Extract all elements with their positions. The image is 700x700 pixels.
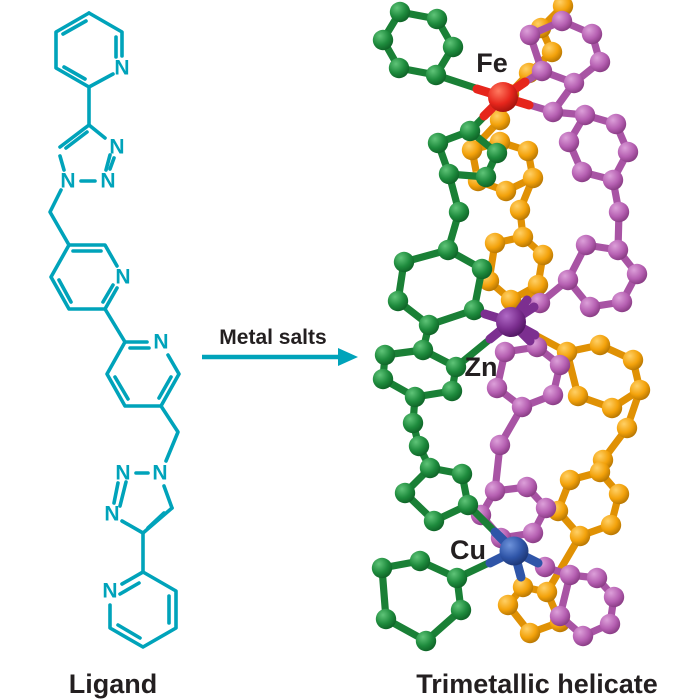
ligand-structure: N N N N N — [48, 11, 181, 649]
fe-center — [472, 77, 534, 121]
nitrogen-label: N — [114, 57, 129, 80]
ligand-caption: Ligand — [69, 669, 158, 699]
purple-strand — [470, 10, 648, 647]
helicate-caption: Trimetallic helicate — [416, 669, 658, 699]
nitrogen-label: N — [102, 580, 117, 603]
fe-label: Fe — [476, 48, 508, 78]
middle-pyridine-ring-1: N — [49, 243, 131, 311]
arrowhead-icon — [338, 348, 358, 366]
nitrogen-label: N — [104, 503, 119, 526]
middle-pyridine-ring-2: N — [105, 331, 181, 408]
nitrogen-label: N — [100, 170, 115, 193]
nitrogen-label: N — [115, 266, 130, 289]
cu-center — [485, 527, 543, 582]
fe-atom — [488, 82, 518, 112]
top-triazole-ring: N N N — [58, 123, 125, 193]
reaction-arrow: Metal salts — [202, 326, 358, 366]
zn-label: Zn — [465, 352, 498, 382]
nitrogen-label: N — [109, 136, 124, 159]
cu-atom — [499, 536, 529, 566]
nitrogen-label: N — [152, 462, 167, 485]
top-pyridine-ring: N — [54, 11, 130, 89]
cu-label: Cu — [450, 535, 486, 565]
metal-centers: Fe Zn Cu — [450, 48, 543, 582]
bottom-triazole-ring: N N N — [104, 462, 174, 535]
zn-atom — [496, 307, 526, 337]
arrow-label: Metal salts — [219, 326, 326, 349]
green-strand — [371, 1, 518, 652]
nitrogen-label: N — [60, 170, 75, 193]
helicate-model: Fe Zn Cu — [371, 0, 651, 652]
bottom-pyridine-ring: N — [102, 570, 178, 649]
nitrogen-label: N — [115, 462, 130, 485]
zn-center — [480, 295, 540, 346]
nitrogen-label: N — [153, 331, 168, 354]
